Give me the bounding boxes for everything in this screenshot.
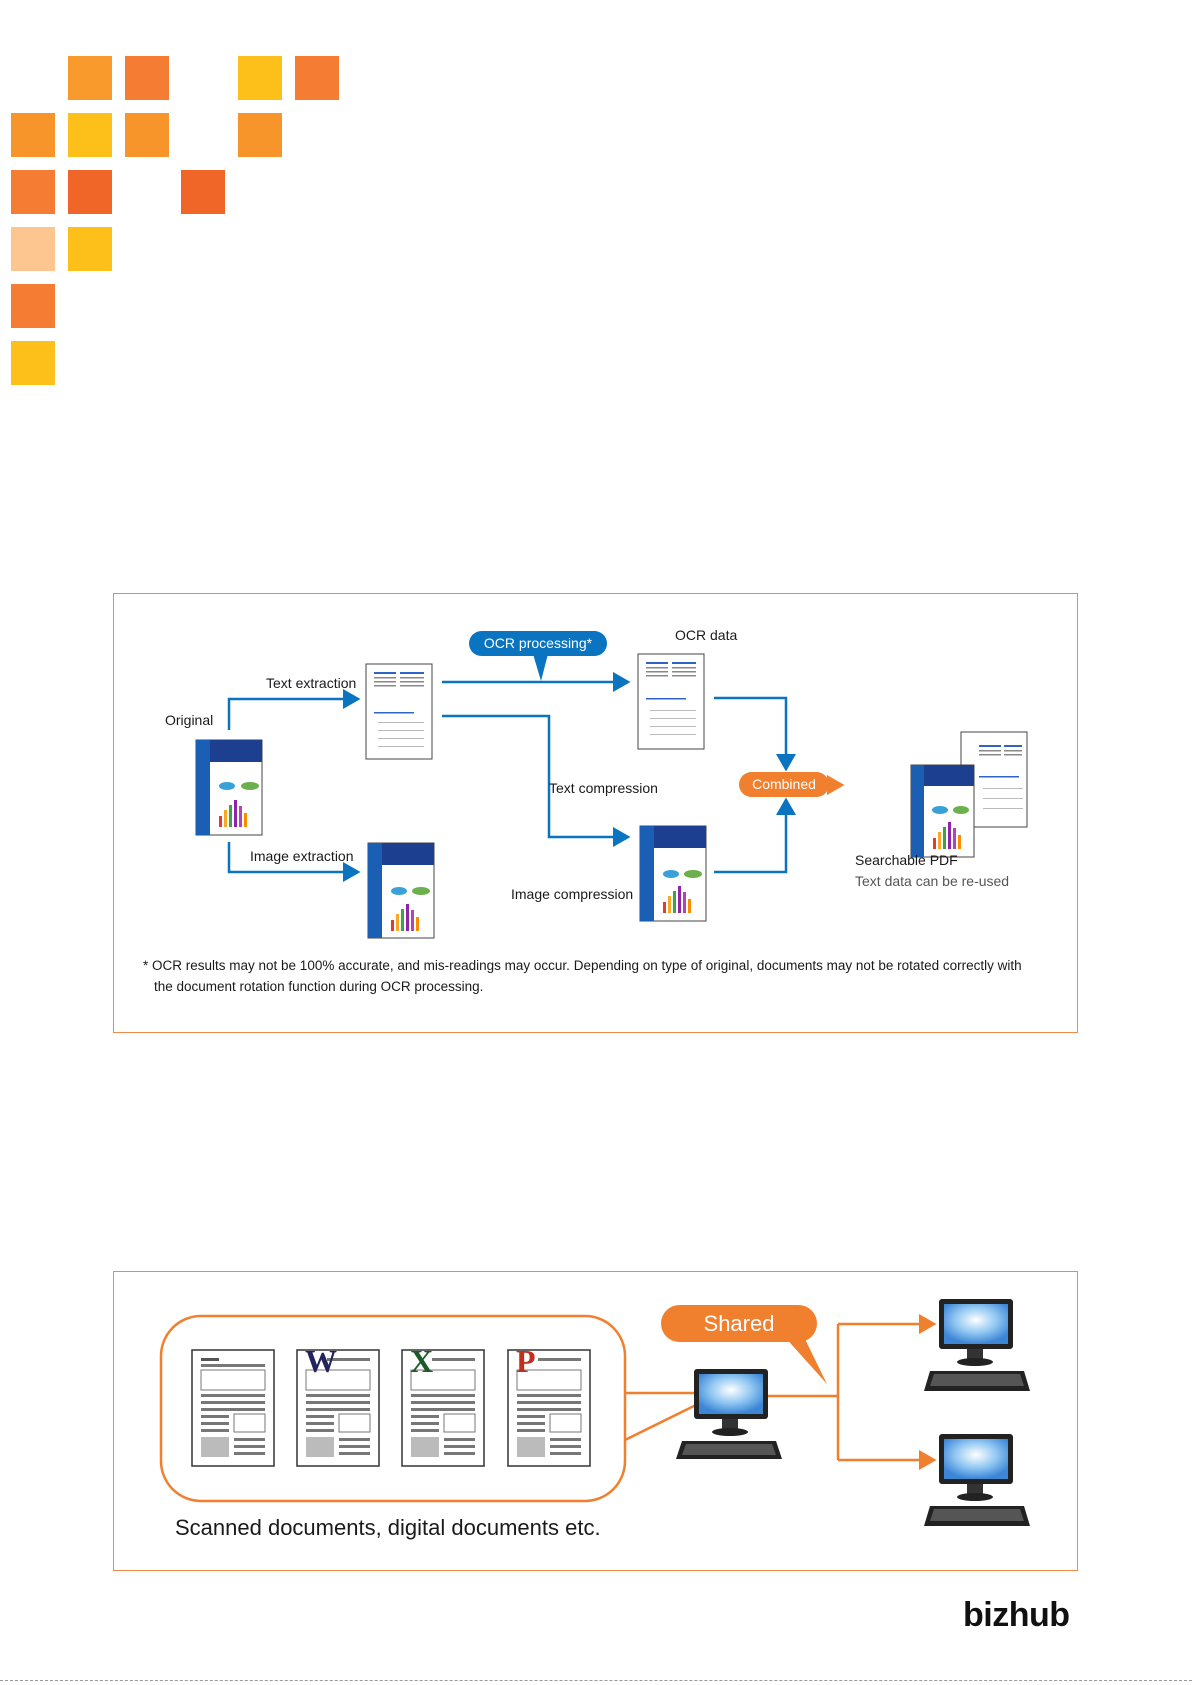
documents-container — [159, 1314, 627, 1503]
powerpoint-document-icon — [507, 1349, 591, 1467]
mosaic-square — [181, 170, 225, 214]
mosaic-square — [11, 284, 55, 328]
mosaic-square — [11, 113, 55, 157]
mosaic-square — [238, 113, 282, 157]
arrow-text-extraction — [227, 689, 361, 730]
ocr-diagram-panel — [113, 593, 1078, 1033]
image-extraction-label: Image extraction — [250, 848, 354, 864]
reuse-label: Text data can be re-used — [855, 873, 1010, 889]
text-extraction-page — [365, 663, 433, 760]
word-letter-icon: W — [305, 1343, 337, 1379]
ocr-data-page — [637, 653, 705, 750]
text-compression-label: Text compression — [549, 780, 658, 796]
mosaic-square — [238, 56, 282, 100]
documents-caption: Scanned documents, digital documents etc… — [175, 1515, 601, 1540]
ocr-data-label: OCR data — [675, 627, 738, 643]
image-extraction-page — [367, 842, 435, 939]
mosaic-square — [295, 56, 339, 100]
mosaic-square — [68, 227, 112, 271]
arrow-text-compression — [442, 714, 631, 847]
mosaic-square — [11, 341, 55, 385]
mosaic-square — [11, 170, 55, 214]
powerpoint-letter-icon: P — [516, 1343, 536, 1379]
searchable-pdf-stack — [910, 731, 1028, 858]
arrow-image-to-combined — [714, 797, 796, 874]
mosaic-square — [68, 170, 112, 214]
arrow-ocr-to-combined — [714, 696, 796, 772]
searchable-pdf-label: Searchable PDF — [855, 852, 958, 868]
word-document-icon — [296, 1349, 380, 1467]
image-compression-label: Image compression — [511, 886, 634, 902]
excel-document-icon — [401, 1349, 485, 1467]
text-extraction-label: Text extraction — [266, 675, 357, 691]
sharing-diagram-panel — [113, 1271, 1078, 1571]
ocr-footnote-line2: the document rotation function during OC… — [154, 979, 484, 994]
combined-badge: Combined — [739, 772, 829, 797]
ocr-processing-badge: OCR processing* — [469, 631, 607, 656]
mosaic-square — [125, 113, 169, 157]
scanned-document-icon — [191, 1349, 275, 1467]
client-computer-bottom-icon — [924, 1434, 1030, 1526]
excel-letter-icon: X — [410, 1343, 434, 1379]
mosaic-square — [68, 56, 112, 100]
original-page-thumbnail — [195, 739, 263, 836]
original-label: Original — [165, 712, 214, 728]
mosaic-square — [68, 113, 112, 157]
mosaic-square — [11, 227, 55, 271]
mosaic-square — [125, 56, 169, 100]
image-compression-page — [639, 825, 707, 922]
shared-badge: Shared — [661, 1305, 817, 1342]
arrow-image-extraction — [227, 842, 361, 882]
bizhub-logo: bizhub — [963, 1596, 1070, 1634]
ocr-footnote-line1: * OCR results may not be 100% accurate, … — [143, 958, 1022, 973]
central-computer-icon — [676, 1369, 782, 1459]
client-computer-top-icon — [924, 1299, 1030, 1391]
page-bottom-rule — [0, 1680, 1192, 1681]
